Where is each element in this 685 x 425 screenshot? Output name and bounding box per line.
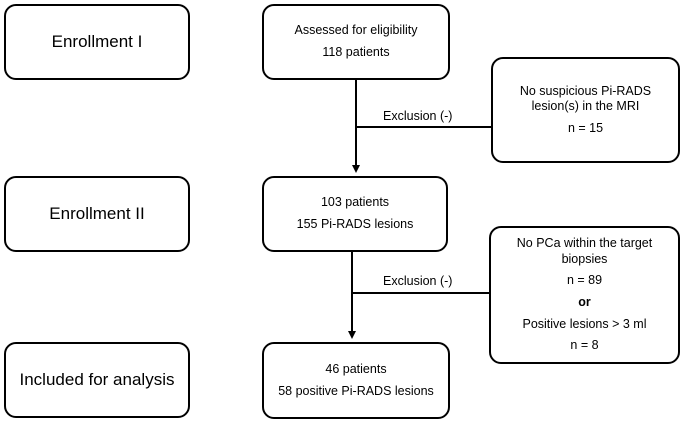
enrolled-box: 103 patients 155 Pi-RADS lesions [262, 176, 448, 252]
stage-included-label: Included for analysis [19, 370, 175, 389]
assessed-count: 118 patients [322, 45, 390, 59]
exclusion-2-reason-line2: biopsies [561, 251, 608, 266]
stage-enrollment-2-label: Enrollment II [49, 204, 145, 223]
stage-enrollment-1-box: Enrollment I [4, 4, 190, 80]
stage-enrollment-2-box: Enrollment II [4, 176, 190, 252]
exclusion-2-or: or [578, 295, 591, 309]
exclusion-2-count-2: n = 8 [570, 338, 599, 353]
exclusion-1-reason-line1: No suspicious Pi-RADS [519, 83, 652, 98]
enrolled-lesions: 155 Pi-RADS lesions [296, 217, 414, 231]
exclusion-2-reason-line1: No PCa within the target [516, 236, 653, 251]
exclusion-1-label: Exclusion (-) [383, 109, 453, 123]
analysis-patients: 46 patients [325, 361, 387, 376]
stage-included-box: Included for analysis [4, 342, 190, 418]
exclusion-2-label: Exclusion (-) [383, 274, 453, 288]
exclusion-2-reason-line3: Positive lesions > 3 ml [522, 316, 647, 331]
analysis-box: 46 patients 58 positive Pi-RADS lesions [262, 342, 450, 419]
analysis-lesions: 58 positive Pi-RADS lesions [278, 383, 434, 398]
exclusion-1-reason-line2: lesion(s) in the MRI [531, 99, 640, 114]
assessed-box: Assessed for eligibility 118 patients [262, 4, 450, 80]
exclusion-2-box: No PCa within the target biopsies n = 89… [489, 226, 680, 364]
enrolled-patients: 103 patients [320, 195, 390, 210]
assessed-text: Assessed for eligibility [294, 23, 418, 38]
exclusion-2-count-1: n = 89 [566, 273, 603, 288]
stage-enrollment-1-label: Enrollment I [51, 32, 143, 51]
exclusion-1-box: No suspicious Pi-RADS lesion(s) in the M… [491, 57, 680, 163]
exclusion-1-count: n = 15 [567, 120, 604, 135]
